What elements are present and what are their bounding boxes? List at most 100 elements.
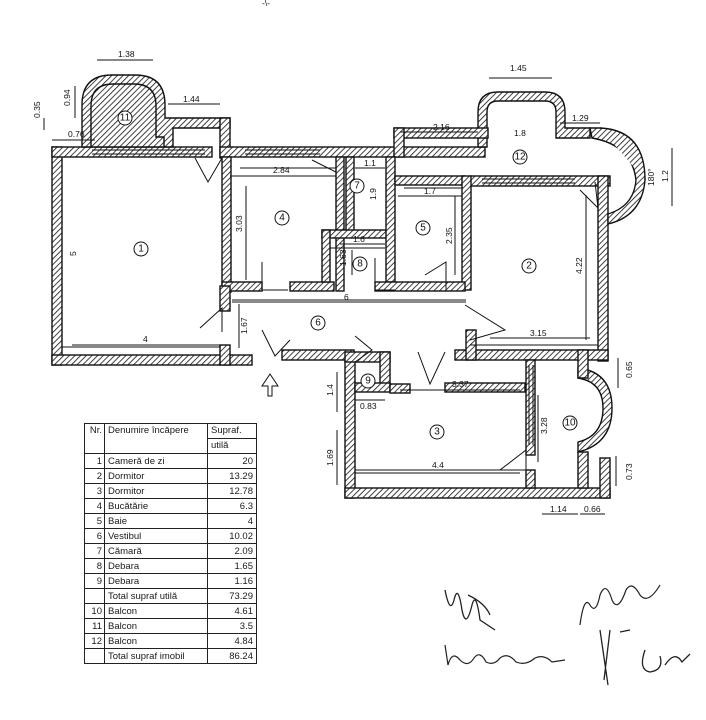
table-header-row: Nr. Denumire încăpere Supraf.	[84, 423, 257, 454]
dim-label: 1.67	[239, 317, 249, 334]
dim-label: 0.65	[624, 361, 634, 378]
dim-label: 1.1	[364, 158, 376, 168]
dim-label: 0.73	[624, 463, 634, 480]
cell-area: 4.61	[207, 603, 257, 619]
cell-nr: 11	[84, 618, 105, 634]
cell-nr: 6	[84, 528, 105, 544]
dim-label: 1.29	[572, 113, 589, 123]
cell-area: 73.29	[207, 588, 257, 604]
cell-name: Total supraf imobil	[104, 648, 208, 664]
cell-nr: 2	[84, 468, 105, 484]
header-name: Denumire încăpere	[104, 423, 208, 454]
dim-label: 2.84	[273, 165, 290, 175]
room-markers: 1 2 3 4 5 6 7 8 9 10 11 12	[117, 110, 578, 440]
cell-name: Cămară	[104, 543, 208, 559]
cell-nr	[84, 588, 105, 604]
dim-label: 1.45	[510, 63, 527, 73]
room-number-5: 5	[420, 223, 426, 234]
cell-nr: 4	[84, 498, 105, 514]
cell-name: Debara	[104, 558, 208, 574]
entrance-arrow	[261, 373, 279, 397]
dim-label: 0.76	[68, 129, 85, 139]
dim-label: 1.63	[338, 249, 348, 266]
room-number-6: 6	[315, 318, 321, 329]
room-number-3: 3	[434, 427, 440, 438]
cell-nr: 8	[84, 558, 105, 574]
dim-label: 3.15	[530, 328, 547, 338]
door-swings	[194, 157, 599, 471]
dim-label: 0.35	[32, 101, 42, 118]
cell-nr: 7	[84, 543, 105, 559]
dim-label: 1.38	[118, 49, 135, 59]
cell-name: Balcon	[104, 603, 208, 619]
cell-area: 86.24	[207, 648, 257, 664]
room-number-4: 4	[279, 213, 285, 224]
dim-label: 3.28	[539, 417, 549, 434]
dim-label: 1.4	[325, 384, 335, 396]
room-number-7: 7	[354, 181, 360, 192]
dim-label: 180°	[646, 168, 656, 186]
dim-label: 0.66	[584, 504, 601, 514]
dim-label: 2.16	[433, 122, 450, 132]
header-nr: Nr.	[84, 423, 105, 454]
dimension-lines	[43, 59, 673, 515]
room-number-1: 1	[138, 244, 144, 255]
cell-area: 4	[207, 513, 257, 529]
room-number-9: 9	[365, 376, 371, 387]
dim-label: 1.69	[325, 449, 335, 466]
dim-label: 5	[68, 251, 78, 256]
signature-1	[444, 589, 496, 631]
cell-name: Balcon	[104, 618, 208, 634]
cell-name: Balcon	[104, 633, 208, 649]
dim-label: 3.03	[234, 215, 244, 232]
dim-label: 4.4	[432, 460, 444, 470]
cell-nr: 10	[84, 603, 105, 619]
windows	[92, 149, 575, 445]
dim-label: 4.22	[574, 257, 584, 274]
dim-label: 3.37	[452, 379, 469, 389]
cell-name: Total supraf utilă	[104, 588, 208, 604]
room-number-8: 8	[357, 259, 363, 270]
cell-area: 4.84	[207, 633, 257, 649]
room-number-10: 10	[564, 418, 576, 429]
dim-label: 1.2	[660, 170, 670, 182]
dim-label: 1.8	[514, 128, 526, 138]
header-area: Supraf.	[207, 423, 257, 439]
cell-area: 10.02	[207, 528, 257, 544]
dim-label: 1.14	[550, 504, 567, 514]
cell-area: 1.16	[207, 573, 257, 589]
cell-name: Debara	[104, 573, 208, 589]
dim-label: 2.35	[444, 227, 454, 244]
interior-walls	[219, 156, 536, 489]
cell-area: 6.3	[207, 498, 257, 514]
exterior-walls	[51, 74, 646, 499]
cell-name: Baie	[104, 513, 208, 529]
cell-name: Vestibul	[104, 528, 208, 544]
cell-name: Bucătărie	[104, 498, 208, 514]
dimension-labels: 1.38 1.45 0.94 0.35 1.4 4 0.76 2.16 1.8 1…	[32, 49, 670, 514]
cell-name: Dormitor	[104, 483, 208, 499]
cell-area: 12.78	[207, 483, 257, 499]
header-area-2: utilă	[207, 438, 257, 454]
signature-4	[599, 629, 691, 686]
dim-label: 1.6	[353, 234, 365, 244]
dim-label: 1.9	[368, 188, 378, 200]
cell-name: Dormitor	[104, 468, 208, 484]
signature-3	[579, 584, 661, 626]
dim-label: 0.94	[62, 89, 72, 106]
room-outlines	[62, 175, 598, 471]
dim-label: 6	[344, 292, 349, 302]
